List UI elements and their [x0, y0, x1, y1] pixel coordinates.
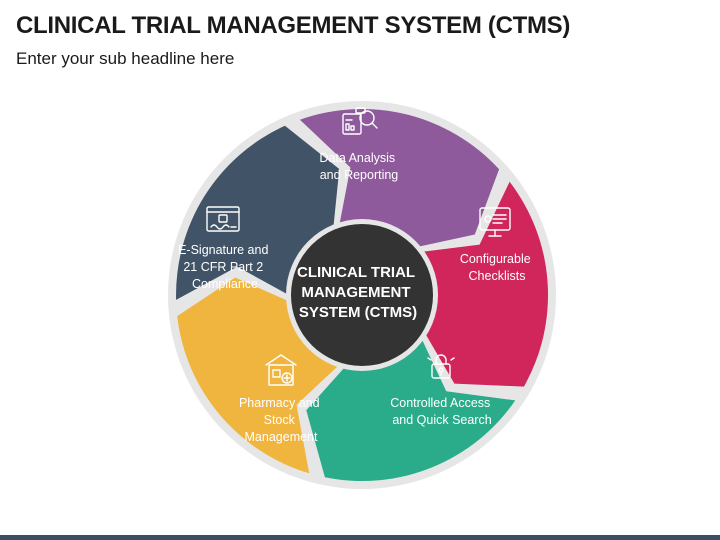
segment-pharmacy-stock-label-line-3: Management — [245, 430, 318, 444]
segment-configurable-checklists-label-line-1: Configurable — [460, 252, 531, 266]
segment-pharmacy-stock-label-line-1: Pharmacy and — [239, 396, 320, 410]
segment-pharmacy-stock — [177, 277, 343, 474]
segment-e-signature-label-line-3: Compliance — [192, 277, 258, 291]
segment-e-signature-label-line-2: 21 CFR Part 2 — [183, 260, 263, 274]
checklist-monitor-icon — [479, 207, 511, 237]
segment-pharmacy-stock-shape — [177, 277, 343, 474]
segment-e-signature-label-line-1: E-Signature and — [178, 243, 268, 257]
segment-data-analysis — [299, 109, 500, 248]
segment-configurable-checklists-shape — [417, 181, 549, 387]
data-analysis-icon — [342, 107, 378, 135]
segment-controlled-access-shape — [306, 334, 516, 482]
segment-data-analysis-label-line-2: and Reporting — [320, 168, 399, 182]
center-label: CLINICAL TRIAL MANAGEMENT SYSTEM (CTMS) — [297, 264, 419, 321]
pharmacy-stock-icon — [265, 354, 297, 386]
segment-e-signature-label: E-Signature and 21 CFR Part 2 Compliance — [178, 243, 272, 291]
segment-pharmacy-stock-label-line-2: Stock — [264, 413, 296, 427]
page-subtitle: Enter your sub headline here — [16, 49, 235, 68]
center-label-line-2: MANAGEMENT — [301, 284, 410, 301]
segment-configurable-checklists-label-line-2: Checklists — [469, 269, 526, 283]
segment-controlled-access — [306, 334, 516, 482]
page-title: CLINICAL TRIAL MANAGEMENT SYSTEM (CTMS) — [16, 12, 571, 39]
center-disc — [291, 224, 433, 366]
segment-configurable-checklists-label: Configurable Checklists — [460, 252, 534, 283]
segment-controlled-access-label-line-1: Controlled Access — [390, 396, 490, 410]
footer-bar — [0, 535, 720, 540]
e-signature-icon — [206, 206, 240, 232]
segment-data-analysis-label-line-1: Data Analysis — [319, 151, 395, 165]
access-control-icon — [427, 354, 455, 379]
segment-controlled-access-label-line-2: and Quick Search — [392, 413, 491, 427]
segment-data-analysis-shape — [299, 109, 500, 248]
segment-data-analysis-label: Data Analysis and Reporting — [319, 151, 398, 182]
segment-configurable-checklists — [417, 181, 549, 387]
segment-controlled-access-label: Controlled Access and Quick Search — [390, 396, 494, 427]
center-label-line-3: SYSTEM (CTMS) — [299, 304, 417, 321]
center-label-line-1: CLINICAL TRIAL — [297, 264, 415, 281]
segment-pharmacy-stock-label: Pharmacy and Stock Management — [239, 396, 323, 444]
